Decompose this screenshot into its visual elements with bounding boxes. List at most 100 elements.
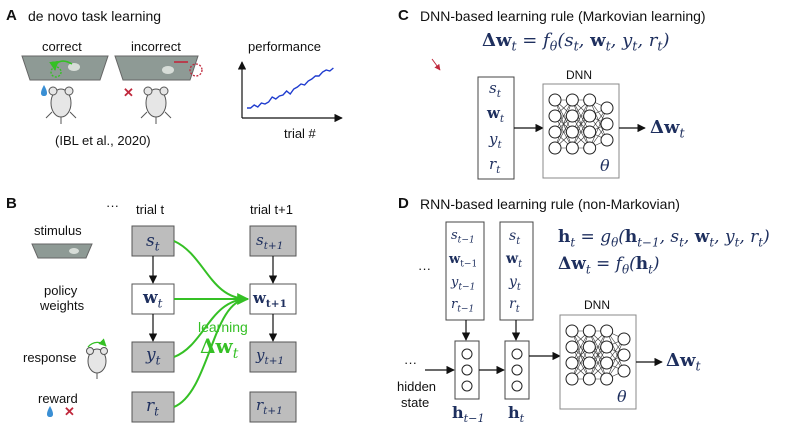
neuron-2-2 xyxy=(583,125,597,139)
vec-prev-w: wt−1 xyxy=(449,252,478,270)
state-label: state xyxy=(401,395,430,410)
neuron-0-2 xyxy=(548,125,562,139)
box-y-t xyxy=(131,341,175,373)
box-s-t1-text: st+1 xyxy=(256,231,284,252)
neuron-0-3 xyxy=(565,372,579,386)
ellipsis-b: ··· xyxy=(106,198,119,213)
response-label: response xyxy=(23,350,77,365)
neuron-2-1 xyxy=(583,109,597,123)
hidden-unit-2 xyxy=(461,380,473,392)
neuron-2-3 xyxy=(600,372,614,386)
neuron-3-0 xyxy=(600,101,614,115)
hidden-unit-0 xyxy=(511,348,523,360)
panel-c-title: DNN-based learning rule (Markovian learn… xyxy=(420,8,706,24)
vec-cur-r: rt xyxy=(509,296,520,315)
citation: (IBL et al., 2020) xyxy=(55,133,151,148)
neuron-0-1 xyxy=(548,109,562,123)
neuron-1-2 xyxy=(582,356,596,370)
neuron-3-2 xyxy=(617,364,631,378)
theta-c: θ xyxy=(600,156,610,175)
vec-c-y: yt xyxy=(489,130,502,151)
screen-incorrect xyxy=(114,55,203,81)
neuron-3-1 xyxy=(600,117,614,131)
neuron-0-0 xyxy=(565,324,579,338)
policy-label: policy xyxy=(44,283,78,298)
delta-w-green: Δwt xyxy=(200,334,239,362)
vec-c-s: st xyxy=(489,79,501,100)
box-w-t1-text: wt+1 xyxy=(253,289,287,310)
neuron-2-3 xyxy=(583,141,597,155)
box-y-t-text: yt xyxy=(146,345,161,368)
box-w-t1 xyxy=(249,283,297,315)
dnn-label-d: DNN xyxy=(584,298,610,312)
neuron-0-2 xyxy=(565,356,579,370)
trial-t1-label: trial t+1 xyxy=(250,202,293,217)
panel-letter-c: C xyxy=(398,7,409,24)
box-y-t1 xyxy=(249,341,297,373)
label-correct: correct xyxy=(42,39,82,54)
vec-cur-y: yt xyxy=(509,274,521,293)
hidden-unit-0 xyxy=(461,348,473,360)
neuron-2-2 xyxy=(600,356,614,370)
cross-icon-b: ✕ xyxy=(64,404,75,419)
stimulus-label: stimulus xyxy=(34,223,82,238)
neuron-1-0 xyxy=(565,93,579,107)
neuron-2-0 xyxy=(600,324,614,338)
neuron-0-1 xyxy=(565,340,579,354)
panel-d-title: RNN-based learning rule (non-Markovian) xyxy=(420,196,680,212)
learning-label: learning xyxy=(198,319,248,335)
output-d: Δwt xyxy=(666,350,701,374)
learning-arrows xyxy=(173,240,250,408)
neuron-1-1 xyxy=(565,109,579,123)
panel-letter-b: B xyxy=(6,195,17,212)
panel-a-title: de novo task learning xyxy=(28,8,162,24)
neuron-1-3 xyxy=(582,372,596,386)
neural-network-c xyxy=(548,93,614,155)
perf-ylabel: performance xyxy=(248,39,321,54)
neuron-0-0 xyxy=(548,93,562,107)
vec-prev-y: yt−1 xyxy=(451,275,476,293)
perf-xlabel: trial # xyxy=(284,126,316,141)
trial-t-label: trial t xyxy=(136,202,165,217)
vec-cur-s: st xyxy=(509,228,521,247)
vec-c-w: wt xyxy=(487,104,505,125)
reward-label: reward xyxy=(38,391,78,406)
box-r-t xyxy=(131,391,175,423)
theta-d: θ xyxy=(617,387,627,406)
box-w-t-text: wt xyxy=(143,288,163,311)
ellipsis-d-top: ··· xyxy=(418,261,431,276)
water-drop-icon xyxy=(41,85,47,96)
box-s-t xyxy=(131,225,175,257)
box-r-t1 xyxy=(249,391,297,423)
dnn-label-c: DNN xyxy=(566,68,592,82)
output-c: Δwt xyxy=(650,117,685,141)
hidden-label: hidden xyxy=(397,379,437,394)
box-s-t1 xyxy=(249,225,297,257)
vec-prev-s: st−1 xyxy=(451,228,475,246)
performance-plot xyxy=(237,61,343,123)
neuron-2-1 xyxy=(600,340,614,354)
panel-letter-d: D xyxy=(398,195,409,212)
neuron-1-2 xyxy=(565,125,579,139)
performance-curve xyxy=(247,67,334,109)
box-s-t-text: st xyxy=(146,231,160,254)
neuron-1-1 xyxy=(582,340,596,354)
vec-cur-w: wt xyxy=(506,251,522,270)
neuron-3-2 xyxy=(600,133,614,147)
hidden-unit-2 xyxy=(511,380,523,392)
cross-icon: ✕ xyxy=(123,85,134,100)
neuron-2-0 xyxy=(583,93,597,107)
stimulus-icon xyxy=(31,243,93,259)
vec-c-r: rt xyxy=(489,155,501,176)
label-incorrect: incorrect xyxy=(131,39,181,54)
equation-c: Δwt = fθ(st, wt, yt, rt) xyxy=(482,30,670,54)
panel-letter-a: A xyxy=(6,7,17,24)
equation-d-h: ht = gθ(ht−1, st, wt, yt, rt) xyxy=(558,227,770,250)
input-vector-box-cur xyxy=(499,221,534,321)
box-r-t-text: rt xyxy=(146,396,159,419)
box-y-t1-text: yt+1 xyxy=(256,346,285,367)
hidden-unit-1 xyxy=(461,364,473,376)
input-vector-box-c xyxy=(477,76,515,180)
hidden-units-prev xyxy=(461,348,473,392)
neuron-3-1 xyxy=(617,348,631,362)
